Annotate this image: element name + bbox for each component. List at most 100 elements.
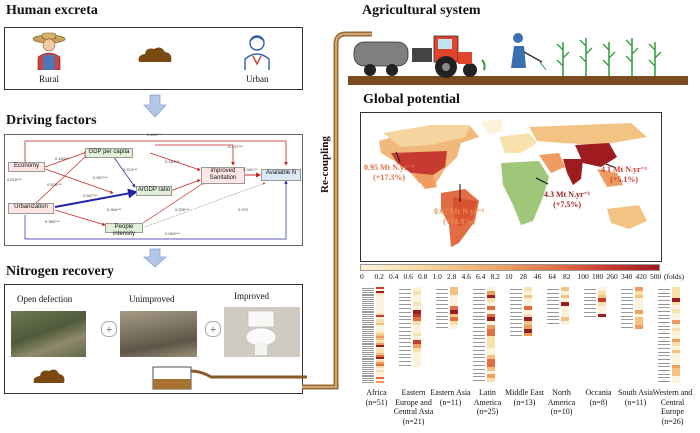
heatmap-cell xyxy=(635,294,643,299)
heatmap-cell xyxy=(524,287,532,291)
plus-icon: + xyxy=(101,321,117,337)
country-label-line xyxy=(658,325,670,327)
country-label-line xyxy=(362,327,374,329)
heatmap-cell xyxy=(635,321,643,325)
country-label-line xyxy=(436,288,448,290)
heatmap-cell xyxy=(413,298,421,303)
heatmap-cell xyxy=(376,364,384,367)
heatmap-cell xyxy=(376,305,384,308)
country-label-line xyxy=(362,308,374,310)
heatmap-cell xyxy=(487,325,495,329)
country-label-line xyxy=(658,366,670,367)
nitrogen-recovery-panel: Open defection Unimproved Improved + + xyxy=(4,284,307,394)
heatmap-cell xyxy=(376,309,384,312)
colorbar-tick: 0.6 xyxy=(403,272,413,281)
country-label-line xyxy=(547,315,559,317)
country-label-line xyxy=(362,291,374,293)
country-label-line xyxy=(473,364,485,366)
heatmap-cell xyxy=(376,377,384,380)
country-label-line xyxy=(399,307,411,309)
heatmap-cell xyxy=(524,328,532,333)
country-label-line xyxy=(658,336,670,338)
country-label-line xyxy=(621,326,633,328)
heatmap-cell xyxy=(376,290,384,293)
improved-label: Improved xyxy=(234,291,269,301)
country-label-line xyxy=(399,292,411,294)
heatmap-cell xyxy=(376,349,384,351)
heatmap-cell xyxy=(672,294,680,299)
heatmap-cell xyxy=(376,320,384,323)
heatmap-cell xyxy=(598,313,606,318)
heatmap-cell xyxy=(413,313,421,318)
heatmap-cell xyxy=(561,294,569,299)
heatmap-cell xyxy=(487,347,495,352)
country-label-line xyxy=(584,300,596,301)
edge-label: 0.041*** xyxy=(243,167,258,172)
country-label-line xyxy=(510,315,522,317)
heatmap-cell xyxy=(672,379,680,383)
heatmap-cell xyxy=(672,327,680,332)
region-heatmaps xyxy=(360,287,690,385)
country-label-line xyxy=(473,296,485,298)
heatmap-cell xyxy=(376,345,384,348)
heatmap-cell xyxy=(672,357,680,361)
heatmap-cell xyxy=(672,360,680,365)
country-label-line xyxy=(362,382,374,383)
heatmap-cell xyxy=(672,309,680,313)
heatmap-cell xyxy=(672,371,680,376)
country-label-line xyxy=(362,304,374,306)
heatmap-cell xyxy=(376,352,384,355)
country-label-line xyxy=(510,296,522,298)
septic-tank-icon xyxy=(152,366,307,390)
heatmap-cell xyxy=(672,323,680,328)
heatmap-cell xyxy=(413,332,421,337)
country-label-line xyxy=(436,311,448,313)
country-label-line xyxy=(547,323,559,324)
country-label-line xyxy=(658,318,670,319)
heatmap-cell xyxy=(487,309,495,314)
country-label-line xyxy=(658,377,670,379)
region-labels: Africa(n=51)Eastern Europe and Central A… xyxy=(358,386,698,432)
heatmap-cell xyxy=(376,339,384,342)
country-label-line xyxy=(362,357,374,359)
country-label-line xyxy=(547,307,559,309)
south-asia-shape xyxy=(563,159,583,185)
country-label-line xyxy=(362,336,374,338)
heatmap-cell xyxy=(672,338,680,343)
heatmap-cell xyxy=(413,355,421,360)
country-label-line xyxy=(362,378,374,379)
country-label-line xyxy=(362,306,374,308)
world-map-frame xyxy=(360,112,662,262)
colorbar-tick: 10 xyxy=(505,272,513,281)
open-defecation-label: Open defection xyxy=(17,294,73,304)
country-label-line xyxy=(621,323,633,324)
heatmap-cell xyxy=(376,351,384,353)
country-label-line xyxy=(658,333,670,334)
country-label-line xyxy=(658,359,670,360)
heatmap-cell xyxy=(413,287,421,291)
country-label-line xyxy=(510,326,522,328)
heatmap-cell xyxy=(376,302,384,304)
heatmap-cell xyxy=(376,354,384,357)
heatmap-cell xyxy=(450,290,458,295)
crop-icons xyxy=(556,38,662,76)
region-label: North America(n=10) xyxy=(547,388,576,417)
country-label-line xyxy=(362,346,374,347)
colorbar-tick: 64 xyxy=(548,272,557,281)
country-label-line xyxy=(473,372,485,374)
colorbar-tick: 0.4 xyxy=(389,272,399,281)
country-label-line xyxy=(473,357,485,358)
economy-node: Economy xyxy=(8,162,45,172)
heatmap-cell xyxy=(524,306,532,310)
country-label-line xyxy=(399,338,411,339)
colorbar-tick: 100 xyxy=(577,272,589,281)
country-label-line xyxy=(473,319,485,320)
africa-shape xyxy=(501,161,549,225)
driving-factors-panel: Economy Urbanization GDP per capita ArGD… xyxy=(4,132,303,246)
country-label-line xyxy=(473,334,485,336)
heatmap-cell xyxy=(450,298,458,303)
country-label-line xyxy=(473,304,485,305)
heatmap-cell xyxy=(450,317,458,322)
country-label-line xyxy=(510,334,522,336)
heatmap-cell xyxy=(376,373,384,376)
